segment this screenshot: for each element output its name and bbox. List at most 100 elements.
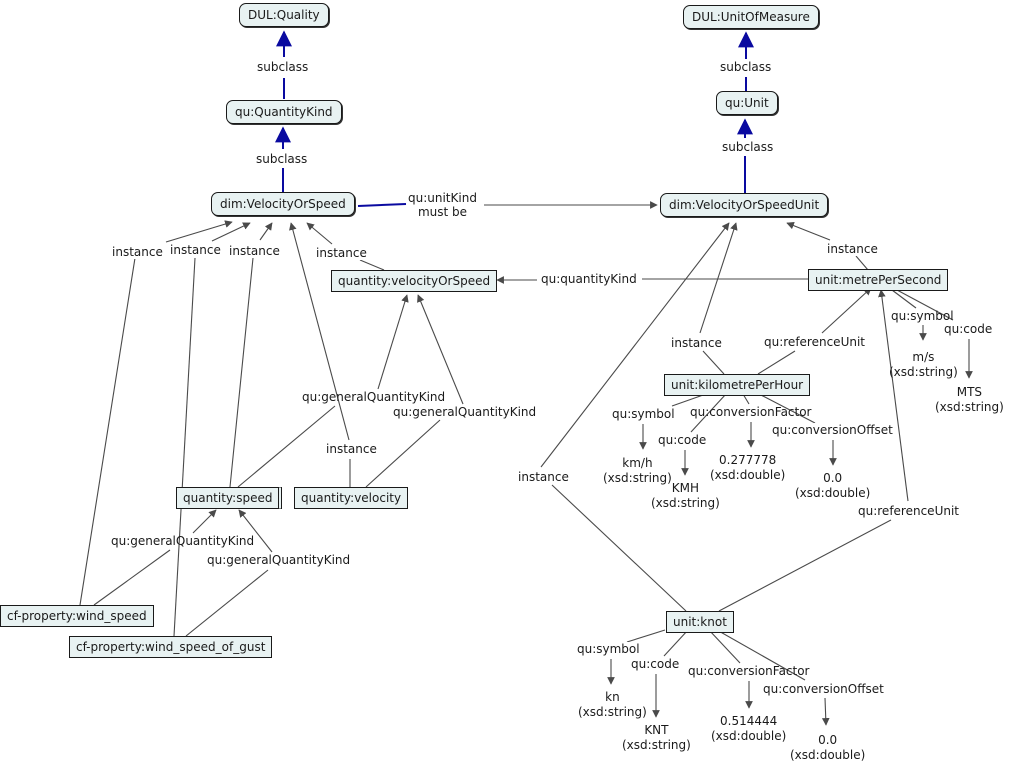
edge-label-code: qu:code (631, 657, 680, 671)
edge-label-conversionfactor: qu:conversionFactor (690, 405, 812, 419)
node-unit-knot[interactable]: unit:knot (666, 611, 734, 633)
edge-instance-mps-b (786, 221, 831, 241)
edge-gqk-velocity-b (417, 294, 464, 405)
edge-label-code: qu:code (944, 322, 993, 336)
node-cf-wind-speed[interactable]: cf-property:wind_speed (0, 605, 154, 627)
literal-value: kn (605, 690, 620, 704)
edge-kn-offset-b (821, 697, 830, 726)
edge-label-generalquantitykind: qu:generalQuantityKind (111, 534, 255, 548)
edge-kmh-symbol-a (671, 393, 707, 407)
literal-kn-code: KNT (xsd:string) (622, 723, 691, 753)
edge-refunit-kmh-a (757, 350, 796, 375)
literal-value: 0.514444 (720, 714, 778, 728)
edge-label-instance: instance (326, 442, 377, 456)
edge-instance-windspeed-a (79, 257, 136, 606)
node-dul-quality[interactable]: DUL:Quality (239, 3, 329, 27)
edge-unitkind-tail (357, 203, 407, 207)
edge-kn-symbol-a (626, 629, 666, 643)
edge-instance-vos-b (306, 222, 333, 245)
edge-instance-kmh-a (702, 350, 725, 375)
edge-instance-vos-a (359, 259, 385, 271)
edge-label-instance: instance (112, 245, 163, 259)
edge-instance-knot-b (540, 222, 730, 468)
edge-kn-offset-a (716, 629, 806, 681)
node-unit-metrepersecond[interactable]: unit:metrePerSecond (808, 269, 949, 291)
edge-label-instance: instance (229, 244, 280, 258)
node-dim-velocityorspeed[interactable]: dim:VelocityOrSpeed (211, 192, 355, 216)
edge-instance-mps-a (855, 255, 869, 271)
node-quantity-speed[interactable]: quantity:speed (176, 487, 283, 509)
node-dim-velocityorspeedunit[interactable]: dim:VelocityOrSpeedUnit (660, 193, 829, 217)
literal-kn-factor: 0.514444 (xsd:double) (711, 714, 786, 744)
edge-label-conversionfactor: qu:conversionFactor (688, 664, 810, 678)
edge-label-instance: instance (518, 470, 569, 484)
literal-mps-code: MTS (xsd:string) (935, 385, 1004, 415)
edge-mps-symbol-a (891, 289, 917, 309)
edge-label-subclass: subclass (256, 152, 308, 166)
literal-value: KMH (671, 481, 700, 495)
edge-label-subclass: subclass (720, 60, 772, 74)
literal-kn-offset: 0.0 (xsd:double) (790, 733, 865, 763)
edge-refunit-knot-b (878, 289, 909, 502)
literal-type: (xsd:string) (651, 496, 720, 510)
edge-label-subclass: subclass (257, 60, 309, 74)
node-cf-wind-speed-of-gust[interactable]: cf-property:wind_speed_of_gust (69, 636, 273, 658)
literal-value: km/h (622, 456, 653, 470)
literal-kmh-symbol: km/h (xsd:string) (603, 456, 672, 486)
literal-kn-symbol: kn (xsd:string) (578, 690, 647, 720)
edge-instance-speed-b (259, 222, 273, 241)
node-qu-unit[interactable]: qu:Unit (716, 91, 778, 115)
literal-value: 0.0 (818, 733, 838, 747)
literal-type: (xsd:string) (889, 365, 958, 379)
literal-value: MTS (956, 385, 983, 399)
literal-type: (xsd:string) (603, 471, 672, 485)
edge-label-instance: instance (170, 243, 221, 257)
node-quantity-velocity[interactable]: quantity:velocity (294, 487, 409, 509)
edge-gqk-speed-a (237, 405, 336, 488)
literal-kmh-offset: 0.0 (xsd:double) (795, 471, 870, 501)
literal-kmh-code: KMH (xsd:string) (651, 481, 720, 511)
edge-mps-code-a (896, 289, 954, 321)
edge-label-referenceunit: qu:referenceUnit (858, 504, 959, 518)
edge-label-unitkind: qu:unitKind must be (408, 191, 477, 219)
edge-label-generalquantitykind: qu:generalQuantityKind (302, 390, 446, 404)
literal-type: (xsd:string) (622, 738, 691, 752)
edge-kmh-code-a (690, 393, 727, 433)
edge-gqk-gust-b (238, 509, 273, 553)
literal-kmh-factor: 0.277778 (xsd:double) (710, 453, 785, 483)
edge-refunit-kmh-b (821, 287, 872, 334)
edge-label-code: qu:code (658, 433, 707, 447)
edge-instance-velocity-b (289, 222, 350, 441)
literal-type: (xsd:double) (795, 486, 871, 500)
node-quantity-velocityorspeed[interactable]: quantity:velocityOrSpeed (331, 270, 498, 292)
edge-label-generalquantitykind: qu:generalQuantityKind (393, 405, 537, 419)
node-unit-kilometreperhour[interactable]: unit:kilometrePerHour (664, 374, 811, 396)
edge-label-generalquantitykind: qu:generalQuantityKind (207, 553, 351, 567)
edge-label-symbol: qu:symbol (577, 642, 640, 656)
literal-type: (xsd:string) (935, 400, 1004, 414)
node-qu-quantitykind[interactable]: qu:QuantityKind (226, 100, 342, 124)
edge-label-quantitykind: qu:quantityKind (541, 272, 637, 286)
edge-gqk-gust-a (185, 569, 269, 637)
edge-gqk-speed-b (377, 294, 409, 390)
edge-instance-speed-a (229, 257, 254, 488)
literal-type: (xsd:string) (578, 705, 647, 719)
node-dul-unitofmeasure[interactable]: DUL:UnitOfMeasure (683, 5, 819, 29)
edge-label-symbol: qu:symbol (891, 309, 954, 323)
edge-gqk-windspeed-a (93, 549, 171, 606)
edge-instance-knot-a (551, 484, 687, 612)
edge-kn-code-a (663, 629, 689, 657)
literal-value: m/s (912, 350, 935, 364)
edge-label-instance: instance (671, 336, 722, 350)
edge-gqk-windspeed-b (192, 509, 217, 534)
edge-kmh-offset-a (758, 393, 816, 424)
edge-label-conversionoffset: qu:conversionOffset (772, 423, 893, 437)
edge-label-referenceunit: qu:referenceUnit (764, 335, 865, 349)
edge-instance-kmh-b (699, 222, 738, 334)
edge-label-conversionoffset: qu:conversionOffset (763, 682, 884, 696)
edge-label-symbol: qu:symbol (612, 407, 675, 421)
edge-label-instance: instance (827, 242, 878, 256)
literal-type: (xsd:double) (710, 468, 786, 482)
edge-label-subclass: subclass (722, 140, 774, 154)
